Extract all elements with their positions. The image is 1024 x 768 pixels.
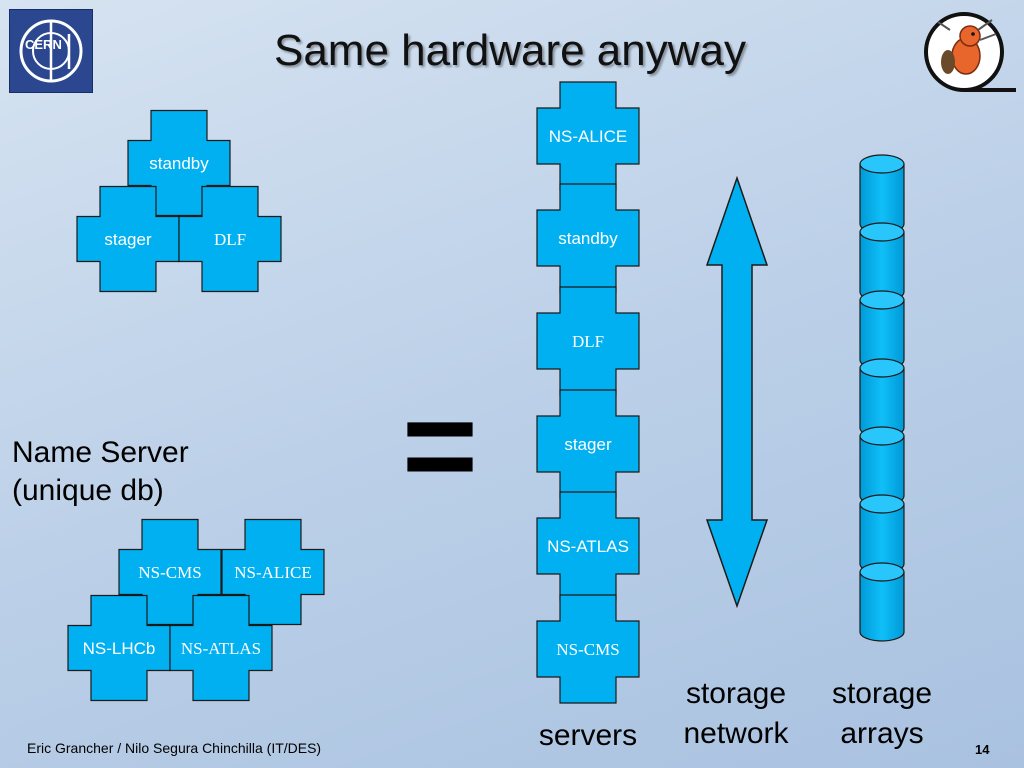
slide-title: Same hardware anyway <box>273 26 746 75</box>
label-stack-2: standby <box>558 229 618 248</box>
storage-cylinder <box>859 290 905 370</box>
storage-network-label: storage network <box>666 674 806 754</box>
storage-arrays <box>859 154 905 642</box>
node-stack-6 <box>536 594 640 704</box>
label-ns-cms-left: NS-CMS <box>138 563 201 582</box>
storage-arrays-label: storage arrays <box>812 674 952 754</box>
footer-author: Eric Grancher / Nilo Segura Chinchilla (… <box>27 740 322 756</box>
label-stack-6: NS-CMS <box>556 640 619 659</box>
label-stack-3: DLF <box>572 332 604 351</box>
storage-cylinder <box>859 358 905 438</box>
label-ns-atlas-left: NS-ATLAS <box>181 639 261 658</box>
storage-cylinder <box>859 426 905 506</box>
storage-cylinder <box>859 222 905 302</box>
storage-network-arrow <box>705 175 769 609</box>
storage-cylinder <box>859 154 905 234</box>
storage-network-line2: network <box>683 717 789 750</box>
cern-logo-text: CERN <box>25 37 62 52</box>
label-stack-1: NS-ALICE <box>549 127 627 146</box>
storage-cylinder <box>859 562 905 642</box>
name-server-line2: (unique db) <box>12 474 164 507</box>
node-dlf-left <box>178 185 282 293</box>
node-ns-lhcb-left <box>67 594 171 702</box>
label-ns-lhcb-left: NS-LHCb <box>83 639 156 658</box>
storage-cylinder <box>859 494 905 574</box>
page-number: 14 <box>975 742 990 757</box>
server-nodes <box>67 81 640 704</box>
servers-label: servers <box>538 719 638 752</box>
storage-arrays-line2: arrays <box>840 717 924 750</box>
cern-logo: CERN <box>9 9 93 93</box>
mascot-logo <box>924 12 1016 92</box>
node-ns-atlas-left <box>169 594 273 702</box>
name-server-line1: Name Server <box>12 436 189 469</box>
equals-sign: = <box>402 372 478 518</box>
name-server-title: Name Server (unique db) <box>12 434 189 510</box>
node-stager-left <box>76 185 180 293</box>
label-stack-5: NS-ATLAS <box>547 537 629 556</box>
label-stack-4: stager <box>564 435 612 454</box>
storage-network-line1: storage <box>685 677 787 710</box>
label-ns-alice-left: NS-ALICE <box>234 563 311 582</box>
label-dlf-left: DLF <box>214 230 246 249</box>
label-standby-left: standby <box>149 154 209 173</box>
storage-arrays-line1: storage <box>831 677 933 710</box>
label-stager-left: stager <box>104 230 152 249</box>
